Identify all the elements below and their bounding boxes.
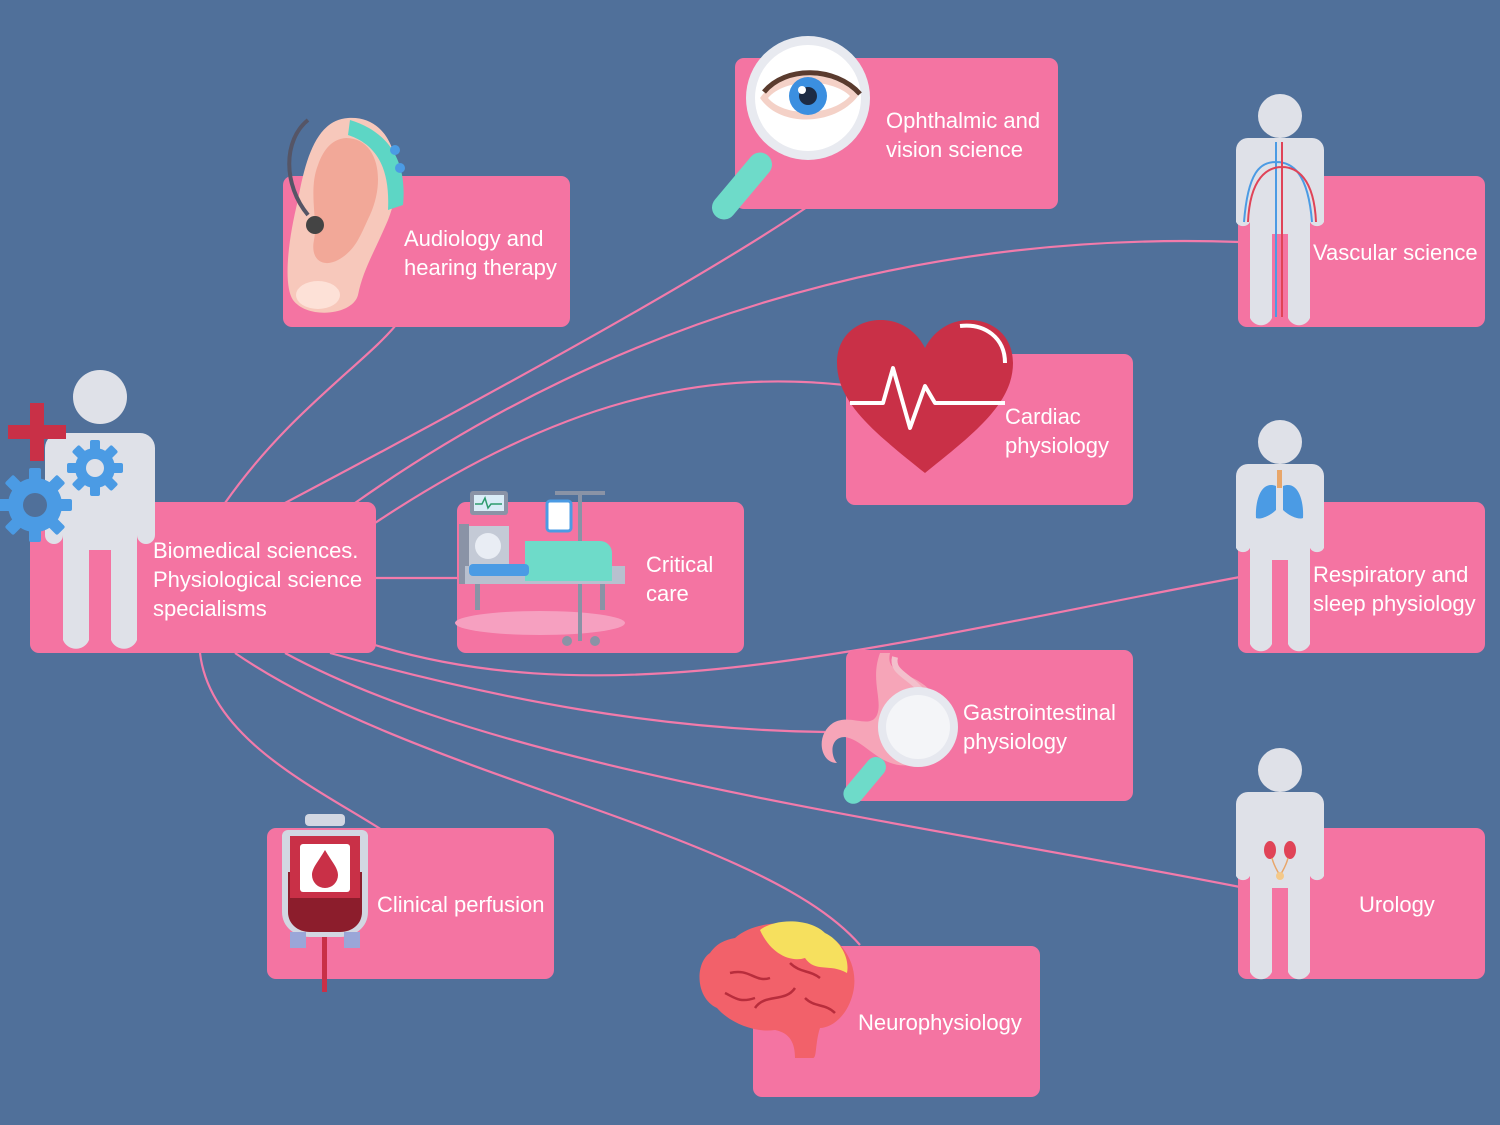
specialism-label-gastro: Gastrointestinal physiology xyxy=(963,700,1116,754)
eye-magnifier-icon xyxy=(712,36,870,220)
vascular-body-icon xyxy=(1236,94,1324,326)
heart-pulse-icon xyxy=(837,320,1013,473)
specialism-label-audiology: Audiology and hearing therapy xyxy=(404,226,557,280)
connector-ophthalmic xyxy=(284,204,811,504)
specialism-node-vascular[interactable]: Vascular science xyxy=(1238,176,1485,327)
ear-hearing-aid-icon xyxy=(287,117,405,313)
specialism-label-respiratory: Respiratory and sleep physiology xyxy=(1313,562,1476,616)
connector-perfusion xyxy=(198,652,383,831)
connector-neuro xyxy=(234,652,861,946)
specialism-label-ophthalmic: Ophthalmic and vision science xyxy=(886,108,1041,162)
specialism-label-critical: Critical care xyxy=(646,552,714,606)
specialism-label-urology: Urology xyxy=(1359,892,1435,917)
person-medical-gears-icon xyxy=(0,370,155,649)
center-node-label: Biomedical sciences. Physiological scien… xyxy=(153,538,363,621)
blood-bag-icon xyxy=(282,814,368,992)
connector-urology xyxy=(284,652,1241,889)
stomach-magnifier-icon xyxy=(821,653,958,804)
specialism-label-perfusion: Clinical perfusion xyxy=(377,892,545,917)
lungs-body-icon xyxy=(1236,420,1324,652)
connector-cardiac xyxy=(374,380,846,524)
kidneys-body-icon xyxy=(1236,748,1324,980)
specialism-label-neuro: Neurophysiology xyxy=(858,1010,1022,1035)
connector-gastro xyxy=(329,651,826,734)
connector-vascular xyxy=(354,239,1241,504)
connector-audiology xyxy=(224,319,401,504)
specialism-label-vascular: Vascular science xyxy=(1313,240,1478,265)
connector-respiratory xyxy=(374,575,1241,677)
hospital-bed-icon xyxy=(455,491,625,646)
brain-icon xyxy=(699,921,855,1058)
specialism-label-cardiac: Cardiac physiology xyxy=(1005,404,1109,458)
